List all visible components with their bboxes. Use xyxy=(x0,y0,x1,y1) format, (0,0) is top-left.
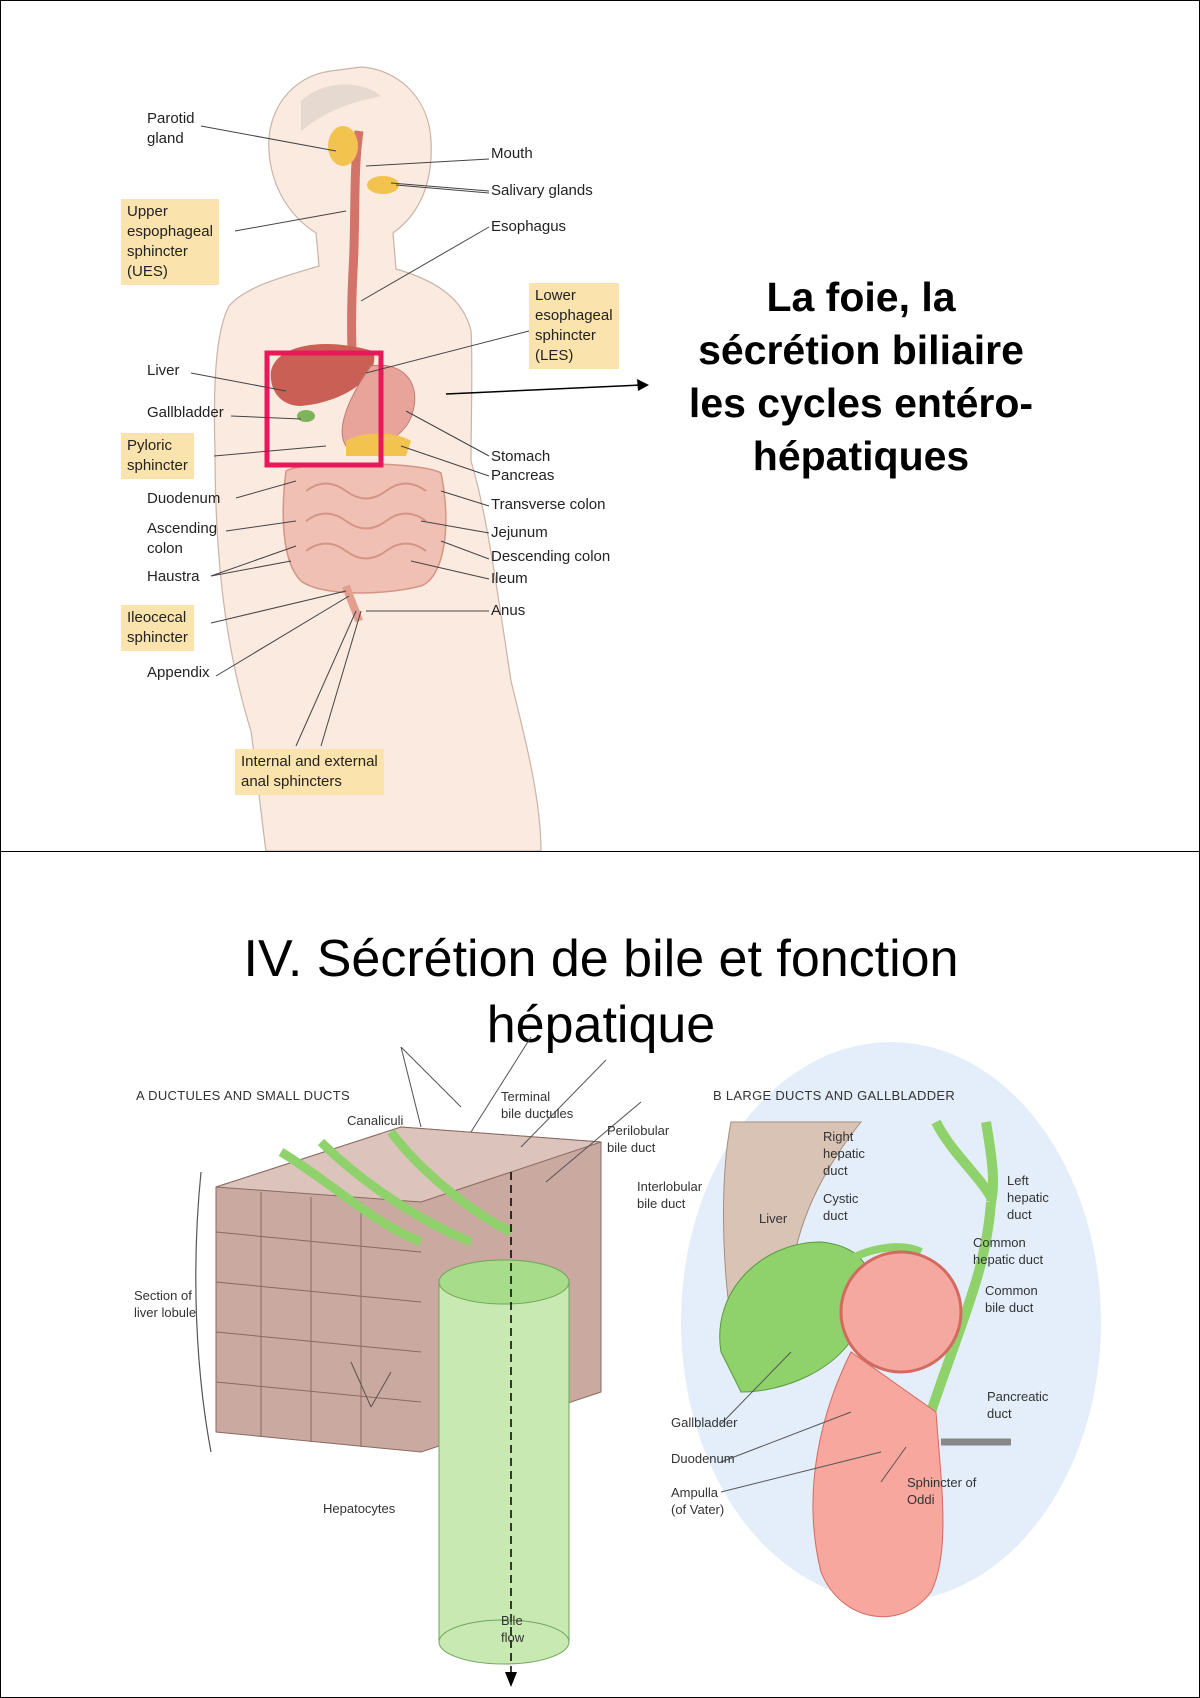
label-section-liver-lobule: Section of liver lobule xyxy=(134,1288,197,1320)
label-anus: Anus xyxy=(491,602,526,619)
label-ues: Upper espophageal sphincter (UES) xyxy=(121,199,219,285)
digestive-system-illustration xyxy=(190,66,649,851)
label-ileum: Ileum xyxy=(491,570,528,587)
label-interlobular-bile-duct: Interlobular bile duct xyxy=(637,1179,703,1211)
label-anal-sphincters: Internal and external anal sphincters xyxy=(235,749,384,795)
label-sphincter-oddi: Sphincter of Oddi xyxy=(907,1475,977,1507)
bile-ducts-illustration xyxy=(195,1036,1101,1687)
slide2-title: IV. Sécrétion de bile et fonction hépati… xyxy=(243,930,959,1054)
label-ampulla: Ampulla (of Vater) xyxy=(671,1485,725,1517)
label-pyloric: Pyloric sphincter xyxy=(121,433,194,479)
label-pancreatic-duct: Pancreatic duct xyxy=(987,1389,1049,1421)
arrow-to-title xyxy=(445,384,642,395)
label-hepatocytes: Hepatocytes xyxy=(323,1501,396,1516)
label-duodenum: Duodenum xyxy=(147,490,221,507)
label-salivary-glands: Salivary glands xyxy=(491,182,593,199)
label-gallbladder: Gallbladder xyxy=(147,404,224,421)
slide-digestive-system: Parotid gland Liver Gallbladder Duodenum… xyxy=(0,0,1200,852)
label-right-hepatic-duct: Right hepatic duct xyxy=(823,1129,865,1178)
label-left-hepatic-duct: Left hepatic duct xyxy=(1007,1173,1049,1222)
label-liver: Liver xyxy=(147,362,180,379)
label-pancreas: Pancreas xyxy=(491,467,555,484)
label-duodenum-b: Duodenum xyxy=(671,1451,735,1466)
liver-highlight-box xyxy=(264,350,384,468)
label-les: Lower esophageal sphincter (LES) xyxy=(529,283,619,369)
label-esophagus: Esophagus xyxy=(491,218,567,235)
label-parotid: Parotid gland xyxy=(147,110,195,147)
leader-lines xyxy=(190,125,530,747)
label-gallbladder-b: Gallbladder xyxy=(671,1415,738,1430)
label-perilobular-bile-duct: Perilobular bile duct xyxy=(607,1123,670,1155)
panel-a-header: A DUCTULES AND SMALL DUCTS xyxy=(136,1088,350,1103)
label-descending-colon: Descending colon xyxy=(491,548,611,565)
label-appendix: Appendix xyxy=(147,664,210,681)
label-terminal-bile-ductules: Terminal bile ductules xyxy=(501,1089,574,1121)
label-mouth: Mouth xyxy=(491,145,533,162)
label-ileocecal: Ileocecal sphincter xyxy=(121,605,194,651)
label-ascending-colon: Ascending colon xyxy=(147,520,218,557)
label-transverse-colon: Transverse colon xyxy=(491,496,606,513)
label-stomach: Stomach xyxy=(491,448,551,465)
label-canaliculi: Canaliculi xyxy=(347,1113,404,1128)
slide1-title: La foie, la sécrétion biliaire les cycle… xyxy=(688,274,1034,479)
label-common-hepatic-duct: Common hepatic duct xyxy=(973,1235,1044,1267)
label-haustra: Haustra xyxy=(147,568,200,585)
arrow-head-icon xyxy=(637,379,649,391)
liver-lobule-block xyxy=(195,1126,602,1687)
label-cystic-duct: Cystic duct xyxy=(823,1191,859,1223)
label-bile-flow: Bile flow xyxy=(501,1613,525,1645)
panel-b-header: B LARGE DUCTS AND GALLBLADDER xyxy=(713,1088,956,1103)
label-common-bile-duct: Common bile duct xyxy=(985,1283,1038,1315)
slide-bile-secretion: IV. Sécrétion de bile et fonction hépati… xyxy=(0,851,1200,1698)
label-liver-b: Liver xyxy=(759,1211,788,1226)
organs xyxy=(270,126,447,623)
gallbladder-ducts xyxy=(681,1042,1101,1618)
label-jejunum: Jejunum xyxy=(491,524,548,541)
leader-lines-slide2 xyxy=(350,1036,907,1493)
body-silhouette xyxy=(213,66,542,851)
